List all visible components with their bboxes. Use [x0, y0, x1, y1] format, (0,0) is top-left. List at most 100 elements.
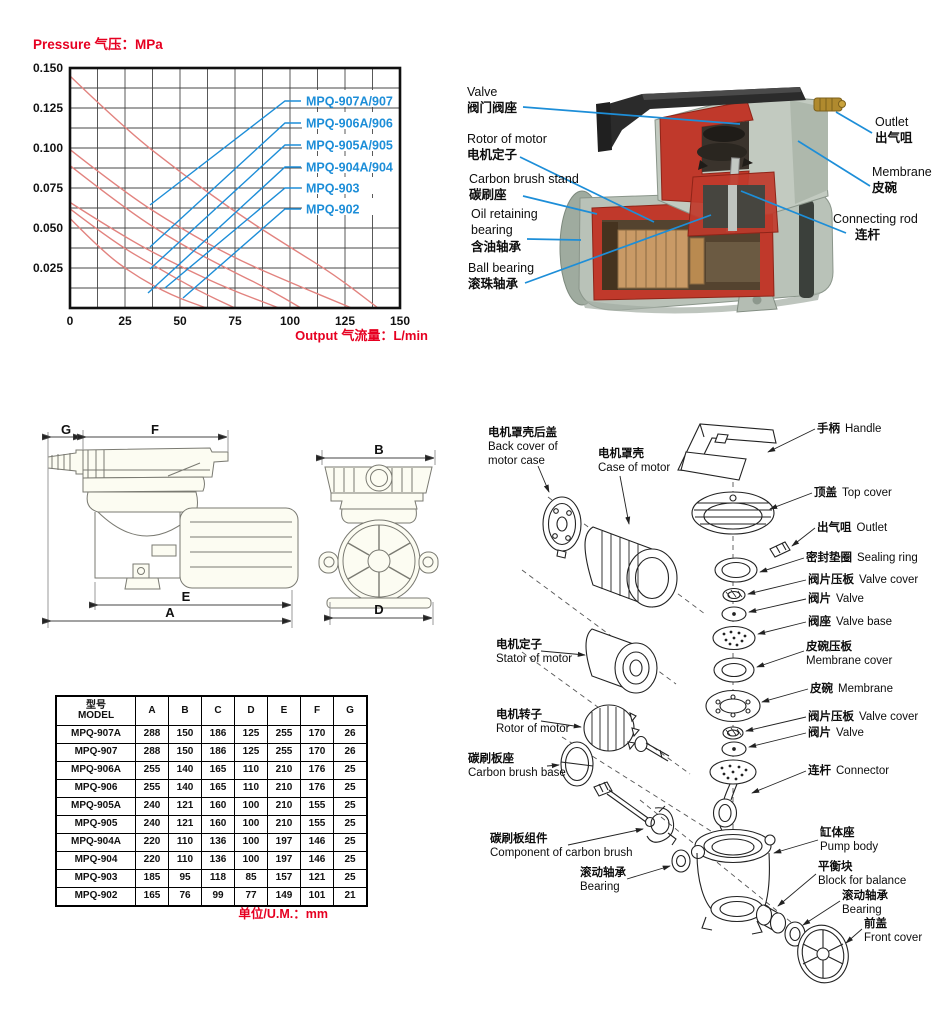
value-cell: 288 — [135, 725, 169, 744]
x-tick-label: 100 — [280, 314, 300, 328]
value-cell: 255 — [135, 761, 169, 780]
part-valve-lower — [721, 741, 747, 757]
value-cell: 185 — [135, 869, 169, 888]
value-cell: 85 — [234, 869, 268, 888]
plot-border — [68, 66, 402, 310]
front-view-drawing — [318, 464, 439, 609]
model-cell: MPQ-905A — [55, 797, 136, 816]
y-tick-label: 0.025 — [33, 261, 63, 275]
part-back-cover — [542, 496, 582, 559]
y-tick-label: 0.150 — [33, 61, 63, 75]
x-tick-label: 50 — [173, 314, 187, 328]
value-cell: 100 — [234, 851, 268, 870]
x-tick-label: 125 — [335, 314, 355, 328]
value-cell: 150 — [168, 725, 202, 744]
model-cell: MPQ-904 — [55, 851, 136, 870]
value-cell: 160 — [201, 797, 235, 816]
exploded-view-diagram — [521, 423, 863, 984]
value-cell: 288 — [135, 743, 169, 762]
curve-MPQ-903 — [69, 208, 236, 309]
legend-leader — [164, 187, 301, 289]
part-top-cover — [691, 491, 775, 535]
value-cell: 136 — [201, 833, 235, 852]
part-case-of-motor — [584, 526, 678, 608]
value-cell: 160 — [201, 815, 235, 834]
dim-letter-e: E — [182, 589, 191, 604]
value-cell: 140 — [168, 779, 202, 798]
legend-label: MPQ-903 — [306, 182, 360, 196]
pressure-output-chart: MPQ-907A/907MPQ-906A/906MPQ-905A/905MPQ-… — [33, 61, 410, 328]
value-cell: 146 — [300, 833, 334, 852]
value-cell: 255 — [267, 725, 301, 744]
part-sealing-ring — [714, 557, 758, 583]
legend-bg — [302, 198, 402, 215]
value-cell: 146 — [300, 851, 334, 870]
value-cell: 210 — [267, 815, 301, 834]
value-cell: 176 — [300, 761, 334, 780]
table-header: G — [333, 695, 368, 726]
x-tick-label: 75 — [228, 314, 242, 328]
pump-head-block — [654, 94, 829, 237]
outlet-nozzle — [813, 97, 846, 112]
value-cell: 136 — [201, 851, 235, 870]
part-carbon-brush-base — [560, 741, 594, 787]
value-cell: 150 — [168, 743, 202, 762]
dim-letter-d: D — [374, 602, 383, 617]
x-tick-label: 0 — [67, 314, 74, 328]
legend-label: MPQ-906A/906 — [306, 117, 393, 131]
legend-label: MPQ-904A/904 — [306, 161, 393, 175]
dim-letter-a: A — [165, 605, 175, 620]
curve-MPQ-902 — [69, 217, 207, 309]
value-cell: 140 — [168, 761, 202, 780]
value-cell: 26 — [333, 725, 368, 744]
table-header: B — [168, 695, 202, 726]
table-header: A — [135, 695, 169, 726]
label-rotor-of-motor: Rotor of motor 电机定子 — [467, 132, 547, 163]
legend-label: MPQ-902 — [306, 203, 360, 217]
value-cell: 100 — [234, 833, 268, 852]
part-stator-of-motor — [585, 628, 658, 694]
value-cell: 21 — [333, 887, 368, 907]
part-connector — [709, 759, 757, 834]
x-tick-label: 25 — [118, 314, 132, 328]
label-oil-retaining-bearing: Oil retaining bearing 含油轴承 — [471, 207, 538, 254]
model-cell: MPQ-904A — [55, 833, 136, 852]
legend-label: MPQ-907A/907 — [306, 95, 393, 109]
label-carbon-brush-stand: Carbon brush stand 碳刷座 — [469, 172, 579, 203]
table-header: F — [300, 695, 334, 726]
part-membrane — [705, 689, 761, 723]
value-cell: 121 — [168, 815, 202, 834]
value-cell: 26 — [333, 743, 368, 762]
table-header: E — [267, 695, 301, 726]
table-header: C — [201, 695, 235, 726]
y-tick-label: 0.100 — [33, 141, 63, 155]
legend-bg — [302, 112, 402, 129]
value-cell: 25 — [333, 851, 368, 870]
x-tick-label: 150 — [390, 314, 410, 328]
part-valve-cover-upper — [722, 587, 746, 603]
chart-title: Pressure 气压：MPa — [33, 37, 163, 52]
value-cell: 100 — [234, 815, 268, 834]
legend-bg — [302, 134, 402, 151]
value-cell: 157 — [267, 869, 301, 888]
label-membrane: Membrane 皮碗 — [872, 165, 932, 196]
value-cell: 197 — [267, 851, 301, 870]
